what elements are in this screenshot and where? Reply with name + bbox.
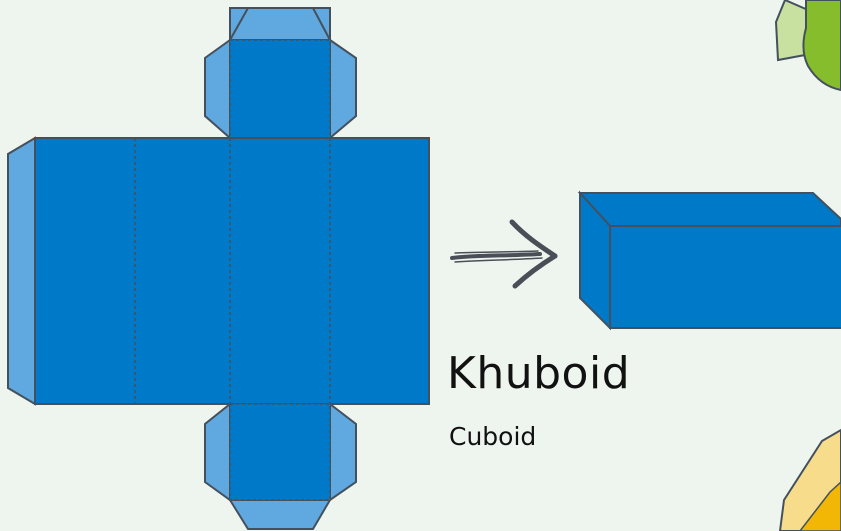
bottom-face (229, 403, 331, 501)
cuboid-front-face (609, 225, 841, 329)
shape-name-primary: Khuboid (447, 348, 631, 399)
cuboid-net (7, 7, 430, 530)
top-flap-cap (228, 7, 332, 41)
yellow-decorative-shape (778, 428, 841, 531)
cuboid-3d (577, 190, 841, 331)
green-decorative-shape (774, 0, 841, 92)
main-strip (34, 137, 430, 405)
cuboid-top-face (577, 192, 841, 227)
bottom-right-flap (329, 401, 357, 502)
top-left-flap (204, 38, 231, 141)
bottom-left-flap (204, 401, 231, 502)
right-arrow-icon (450, 219, 558, 289)
top-face (229, 39, 331, 139)
shape-name-secondary: Cuboid (449, 422, 537, 451)
bottom-flap-cap (228, 499, 332, 530)
top-right-flap (329, 38, 357, 141)
left-flap (7, 136, 36, 406)
